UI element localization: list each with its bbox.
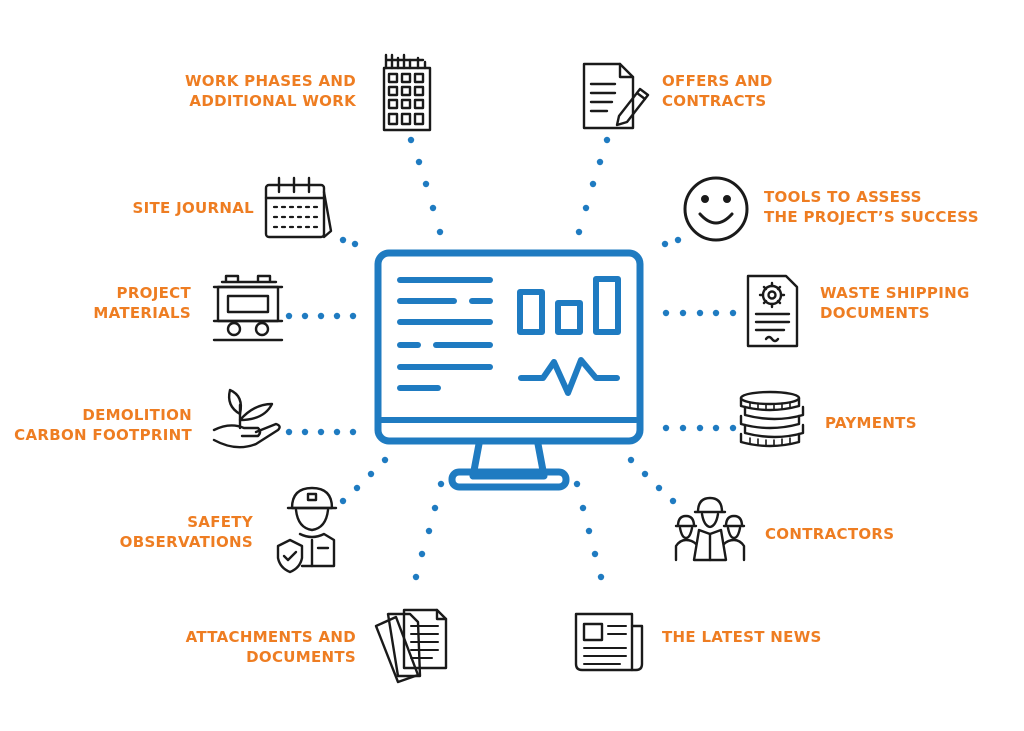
contract-pen-icon [582, 62, 650, 130]
label-latest-news: THE LATEST NEWS [662, 628, 822, 646]
coin-stack-icon [739, 390, 805, 448]
label-safety: SAFETY OBSERVATIONS [119, 513, 253, 551]
label-demolition-carbon: DEMOLITION CARBON FOOTPRINT [14, 406, 192, 444]
label-tools-assess: TOOLS TO ASSESS THE PROJECT’S SUCCESS [764, 188, 979, 226]
connector-contractors [627, 456, 677, 505]
label-project-materials: PROJECT MATERIALS [93, 284, 191, 322]
label-payments: PAYMENTS [825, 414, 917, 432]
connector-tools [661, 236, 682, 248]
label-work-phases: WORK PHASES AND ADDITIONAL WORK [184, 72, 356, 110]
connector-news [573, 480, 605, 581]
connector-attachments [412, 480, 445, 581]
monitor-dashboard-icon [374, 249, 644, 491]
certificate-document-icon [746, 274, 799, 348]
label-attachments: ATTACHMENTS AND DOCUMENTS [185, 628, 356, 666]
worker-shield-icon [276, 486, 338, 574]
connector-payments [662, 424, 737, 432]
connector-demolition [285, 428, 357, 436]
label-offers: OFFERS AND CONTRACTS [662, 72, 773, 110]
smiley-icon [683, 176, 749, 242]
label-contractors: CONTRACTORS [765, 525, 895, 543]
building-icon [382, 53, 432, 132]
calendar-icon [264, 176, 333, 239]
connector-safety [339, 456, 389, 505]
label-waste-shipping: WASTE SHIPPING DOCUMENTS [820, 284, 970, 322]
workers-group-icon [674, 496, 746, 562]
connector-work-phases [407, 136, 444, 236]
connector-offers [575, 136, 611, 236]
plant-hand-icon [212, 388, 281, 449]
connector-project-materials [285, 312, 357, 320]
label-site-journal: SITE JOURNAL [132, 199, 254, 217]
newspaper-icon [574, 612, 644, 672]
connector-site-journal [339, 236, 359, 248]
connector-dots [285, 136, 737, 581]
connector-waste [662, 309, 737, 317]
cart-wagon-icon [212, 274, 284, 342]
documents-stack-icon [374, 608, 448, 684]
